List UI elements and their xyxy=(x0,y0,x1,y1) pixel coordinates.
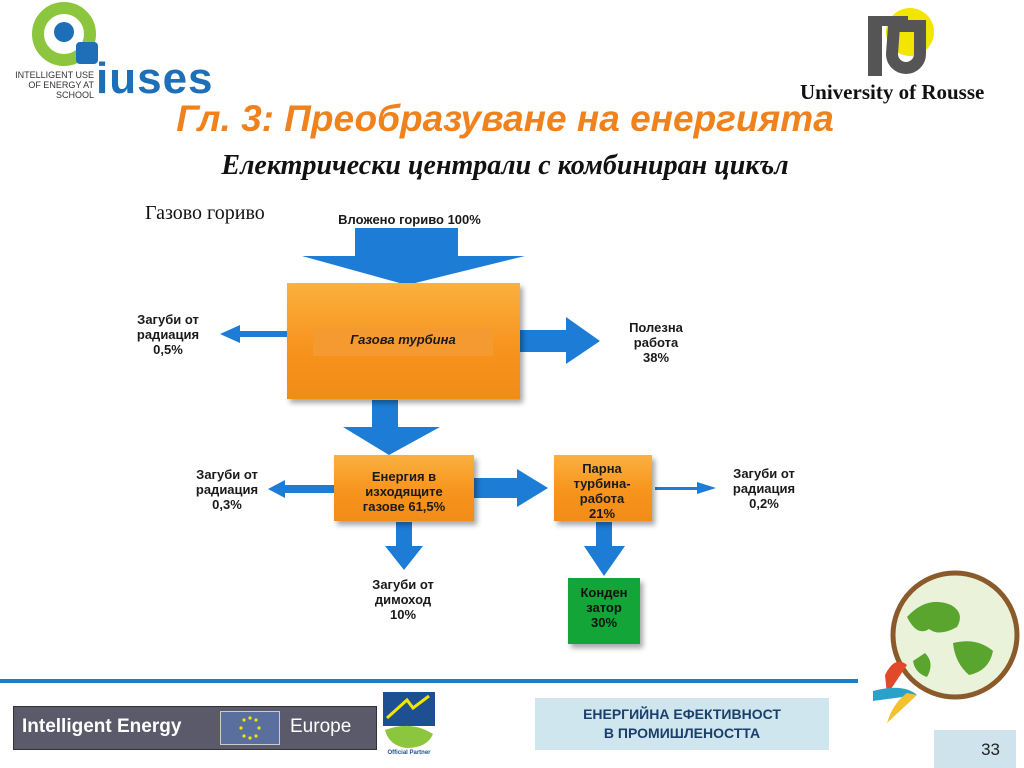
exhaust-energy-box xyxy=(334,455,474,521)
arrow-loss-radiation-left xyxy=(268,480,334,498)
label-loss-radiation-left: Загуби от радиация 0,3% xyxy=(195,467,259,512)
page-subtitle: Електрически централи с комбиниран цикъл xyxy=(221,150,789,181)
label-loss-chimney: Загуби от димоход 10% xyxy=(372,577,434,622)
arrow-loss-radiation-top xyxy=(220,325,287,343)
label-input-fuel: Вложено гориво 100% xyxy=(338,212,481,227)
label-steam-turbine: Парна турбина- работа 21% xyxy=(573,461,631,521)
iuses-subtitle: INTELLIGENT USE OF ENERGY AT SCHOOL xyxy=(15,70,94,100)
official-partner-logo xyxy=(383,692,435,748)
page-number-box xyxy=(934,730,1016,768)
globe-bulb-icon xyxy=(873,570,1020,723)
label-exhaust-energy: Енергия в изходящите газове 61,5% xyxy=(362,469,446,514)
intelligent-energy-banner xyxy=(13,706,377,750)
ie-banner-right-text: Europe xyxy=(290,716,352,737)
arrow-loss-radiation-right xyxy=(655,482,716,494)
course-title-box: ЕНЕРГИЙНА ЕФЕКТИВНОСТ В ПРОМИШЛЕНОСТТА xyxy=(535,698,829,750)
arrow-useful-work xyxy=(520,317,600,364)
arrow-input xyxy=(302,228,525,285)
arrow-to-chimney xyxy=(385,522,423,570)
official-partner-label: Official Partner xyxy=(387,750,431,756)
label-loss-radiation-top: Загуби от радиация 0,5% xyxy=(136,312,200,357)
iuses-wordmark: IUSES xyxy=(96,54,214,103)
ie-banner-left-text: Intelligent Energy xyxy=(22,716,182,737)
eu-flag-icon xyxy=(220,711,280,745)
label-useful-work: Полезна работа 38% xyxy=(629,320,683,365)
label-loss-radiation-right: Загуби от радиация 0,2% xyxy=(732,466,796,511)
footer-divider xyxy=(0,679,858,683)
gas-turbine-label: Газова турбина xyxy=(313,328,493,356)
condenser-box: Конден затор 30% xyxy=(568,578,640,644)
iuses-logo xyxy=(32,2,98,66)
university-logo xyxy=(868,8,934,76)
arrow-to-steam-turbine xyxy=(472,469,548,507)
steam-turbine-box xyxy=(554,455,652,521)
university-name: University of Rousse xyxy=(800,80,985,104)
fuel-type-label: Газово гориво xyxy=(145,202,265,224)
page-number: 33 xyxy=(981,740,1000,759)
arrow-to-exhaust xyxy=(343,400,440,455)
page-title: Гл. 3: Преобразуване на енергията xyxy=(176,98,834,139)
arrow-to-condenser xyxy=(584,522,625,576)
